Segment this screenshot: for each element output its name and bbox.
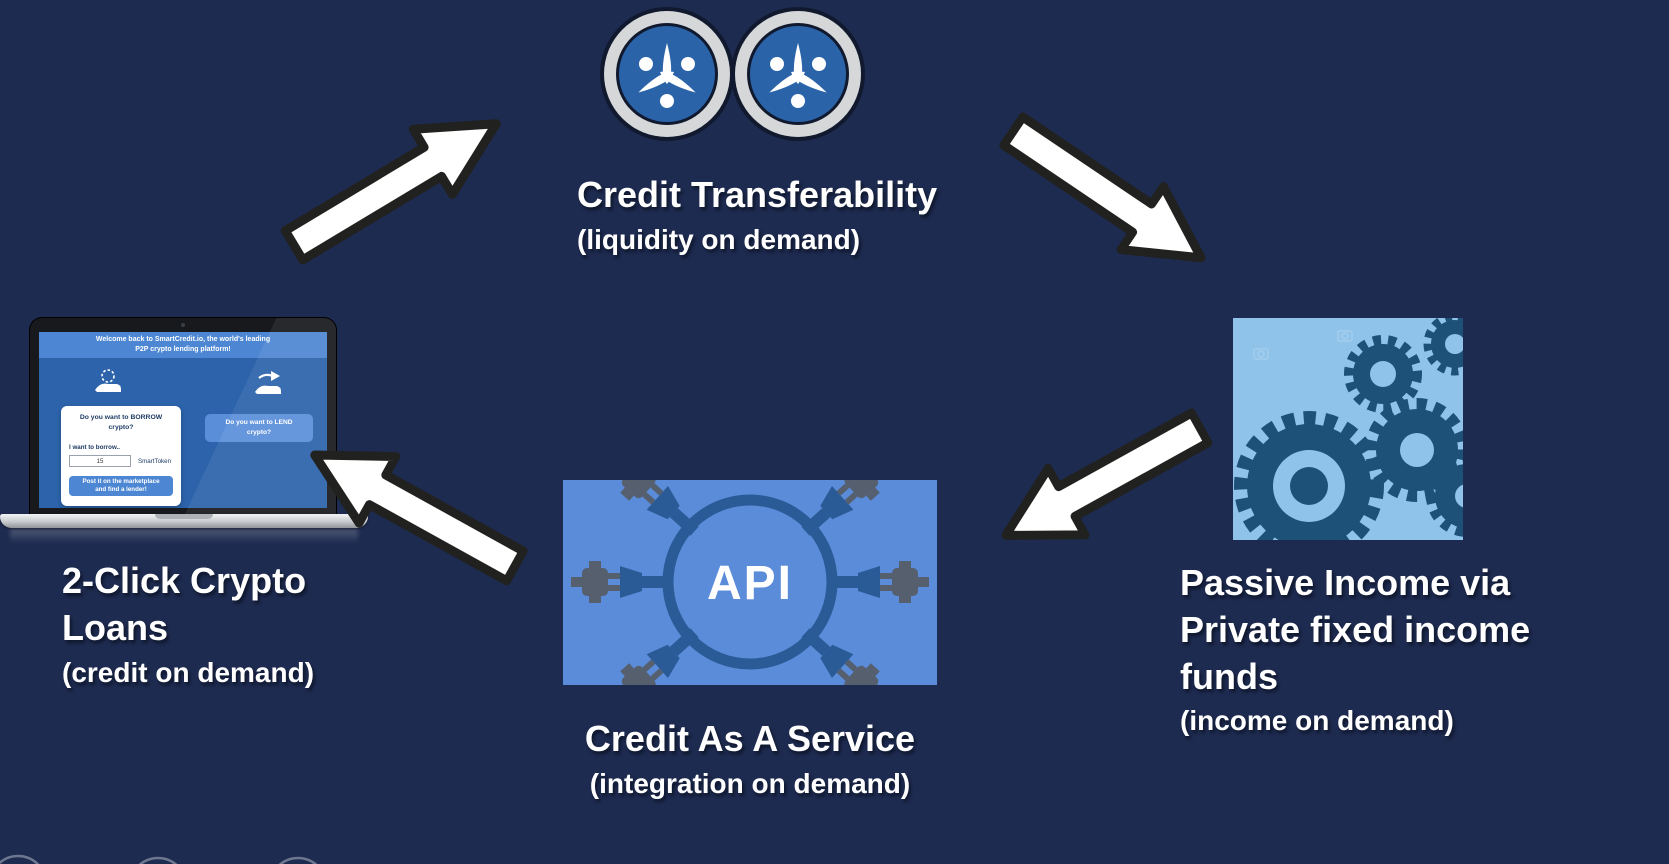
gear-top [1344,335,1422,413]
laptop-screen: Welcome back to SmartCredit.io, the worl… [30,318,336,514]
node-credit-transferability: Credit Transferability (liquidity on dem… [577,172,1007,257]
laptop-base [0,514,368,528]
welcome-banner: Welcome back to SmartCredit.io, the worl… [39,332,327,358]
coin-right [731,7,865,141]
borrow-amount-label: I want to borrow.. [69,444,120,452]
node-subtitle: (liquidity on demand) [577,223,861,255]
token-unit-label: SmartToken [138,457,172,465]
coin-left [600,7,734,141]
laptop-illustration: Welcome back to SmartCredit.io, the worl… [0,312,368,543]
node-crypto-loans: 2-Click Crypto Loans (credit on demand) [62,558,382,690]
node-title: 2-Click Crypto Loans [62,560,307,648]
gear-middle [1365,398,1463,502]
lend-hand-arrow-icon [255,371,281,394]
smartcredit-token-coins-icon [600,7,865,141]
gear-large [1234,411,1384,540]
plug-pairs [571,480,929,685]
node-title: Passive Income via Private fixed income … [1180,562,1531,697]
borrow-question: Do you want to BORROW crypto? [79,414,163,432]
arrow-to-passive-income-icon [981,86,1236,303]
node-subtitle: (credit on demand) [62,656,315,688]
webcam-dot-icon [181,323,185,327]
node-subtitle: (integration on demand) [589,767,911,799]
gears-illustration [1233,318,1463,540]
laptop-notch [155,514,213,519]
borrow-hand-coin-icon [95,369,121,392]
node-subtitle: (income on demand) [1180,705,1454,737]
token-triskelion-glyph [638,43,696,108]
laptop-reflection [10,529,358,543]
post-marketplace-button: Post it on the marketplace and find a le… [69,476,173,497]
borrow-card: Do you want to BORROW crypto? I want to … [61,406,181,506]
amount-input: 15 [69,455,131,468]
welcome-line2: P2P crypto lending platform! [135,346,231,353]
smartcredit-webapp: Welcome back to SmartCredit.io, the worl… [39,332,327,508]
gear-small-top-right [1423,318,1463,376]
arrow-to-crypto-loans-icon [284,407,545,612]
api-label: API [707,557,793,610]
node-credit-as-a-service: Credit As A Service (integration on dema… [555,716,945,801]
arrow-to-credit-transferability-icon [263,77,529,291]
node-passive-income: Passive Income via Private fixed income … [1180,560,1570,738]
api-plugs-illustration: API [563,480,937,685]
node-title: Credit As A Service [584,718,916,759]
node-title: Credit Transferability [577,174,938,215]
lend-button: Do you want to LEND crypto? [205,414,313,442]
arrow-to-credit-as-a-service-icon [975,381,1229,582]
token-triskelion-glyph [769,43,827,108]
cropped-logo-circles [0,854,318,864]
welcome-line1: Welcome back to SmartCredit.io, the worl… [95,335,271,343]
